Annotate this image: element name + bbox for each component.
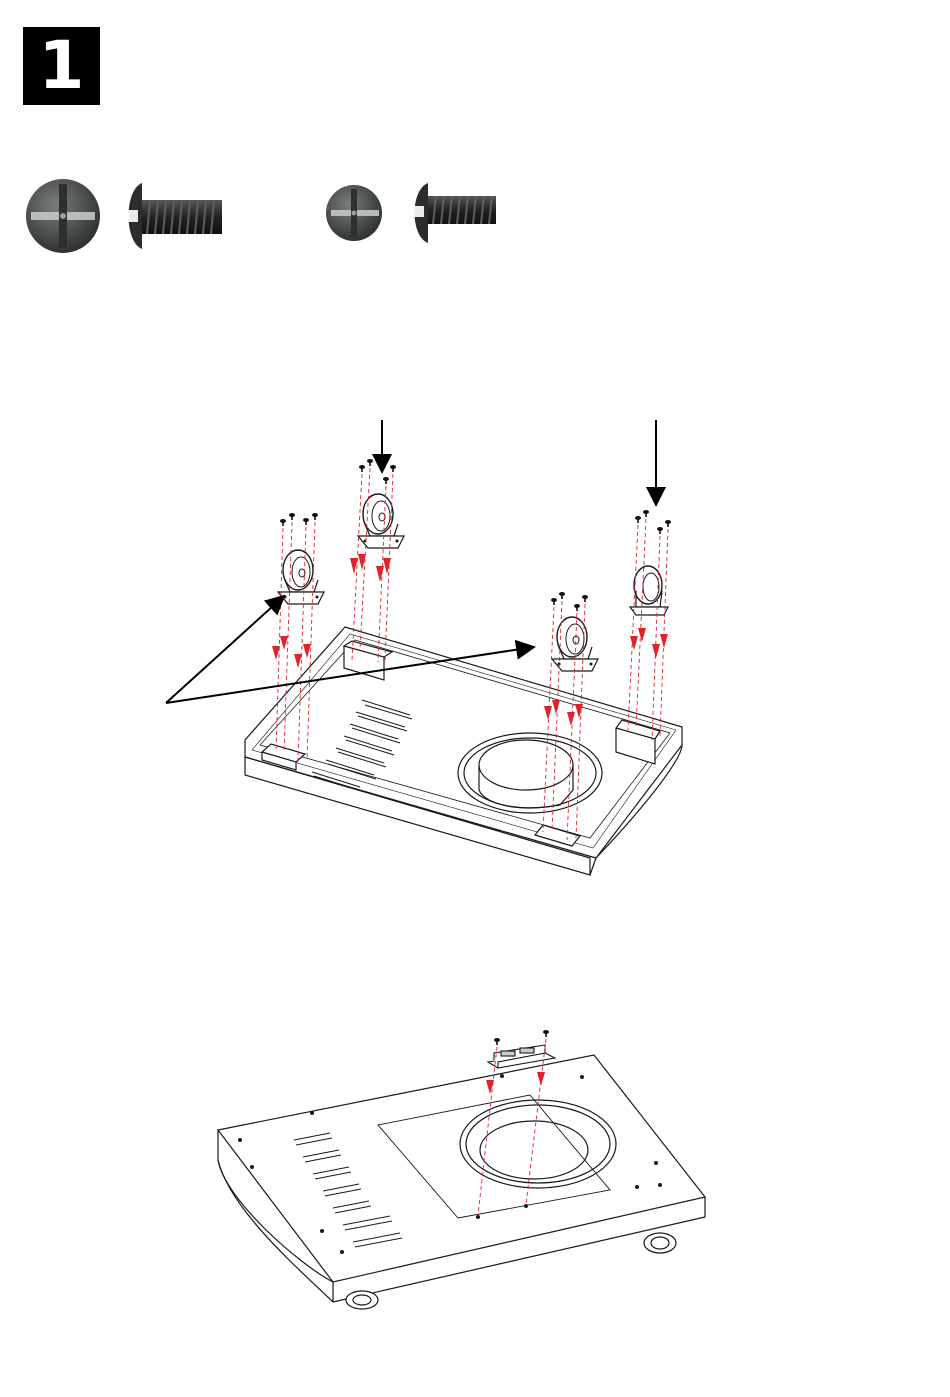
screw-small-icon bbox=[494, 1030, 549, 1045]
base-tray-upright bbox=[218, 1055, 705, 1302]
screw-small-side-icon bbox=[414, 183, 496, 243]
screw-large-head-icon bbox=[26, 179, 100, 253]
caster-wheel-icon bbox=[358, 494, 404, 548]
screw-small-head-icon bbox=[326, 185, 382, 241]
caster-wheel-icon bbox=[630, 566, 668, 615]
screw-large-side-icon bbox=[128, 183, 222, 249]
screw-small-icon bbox=[280, 459, 671, 611]
caster-wheel-icon bbox=[278, 550, 324, 604]
